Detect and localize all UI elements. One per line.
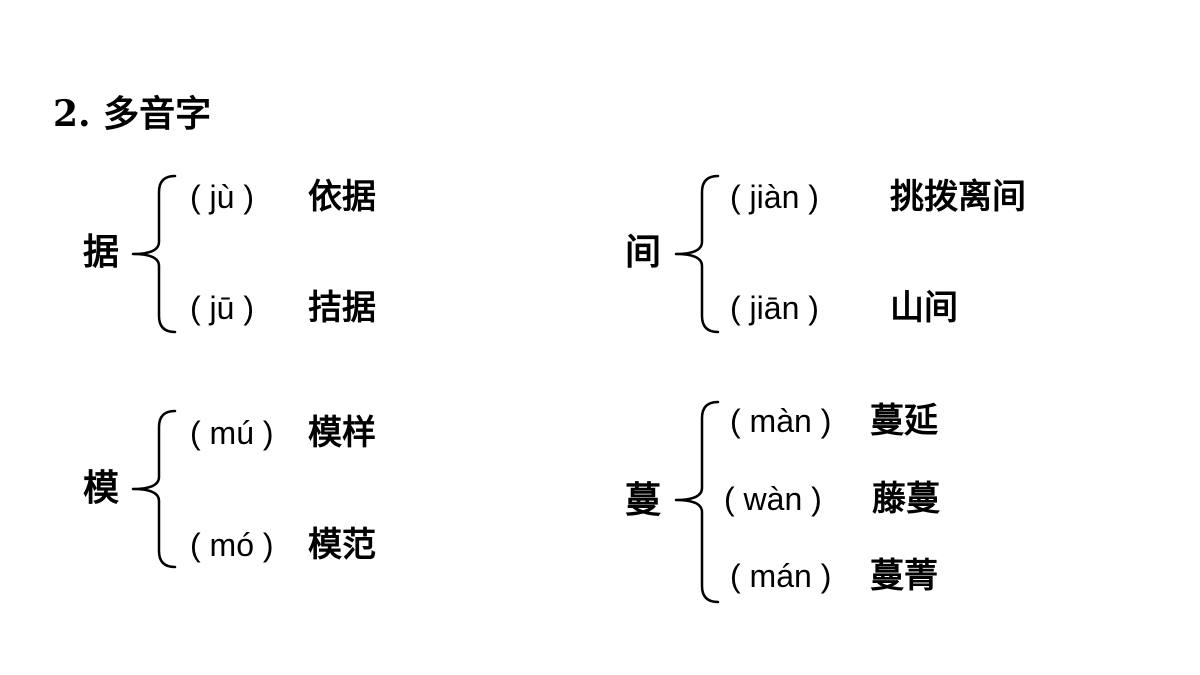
group-character: 间	[625, 231, 662, 273]
pinyin: jù	[209, 179, 235, 215]
curly-brace-icon	[674, 400, 720, 604]
reading-line: ( mán ) 蔓菁	[730, 556, 938, 596]
section-title: 2. 多音字	[53, 93, 212, 135]
pinyin: mú	[209, 415, 254, 451]
reading-line: ( jiān ) 山间	[730, 288, 958, 328]
example-word: 挑拨离间	[890, 177, 1026, 217]
group-character: 蔓	[625, 479, 662, 521]
pinyin: mán	[749, 558, 812, 594]
pinyin: jū	[209, 290, 235, 326]
reading-line: ( jū ) 拮据	[190, 288, 376, 328]
example-word: 依据	[308, 177, 376, 217]
group-character: 模	[83, 467, 120, 509]
pinyin: wàn	[743, 481, 803, 517]
pinyin: jiān	[749, 290, 800, 326]
reading-line: ( jù ) 依据	[190, 177, 376, 217]
pinyin: màn	[749, 403, 812, 439]
example-word: 蔓菁	[870, 556, 938, 596]
curly-brace-icon	[131, 409, 177, 569]
reading-line: ( jiàn ) 挑拨离间	[730, 177, 1026, 217]
example-word: 模范	[308, 525, 376, 565]
reading-line: ( mó ) 模范	[190, 525, 376, 565]
example-word: 模样	[308, 413, 376, 453]
example-word: 蔓延	[870, 401, 938, 441]
example-word: 山间	[890, 288, 958, 328]
pinyin: jiàn	[749, 179, 800, 215]
reading-line: ( mú ) 模样	[190, 413, 376, 453]
pinyin: mó	[209, 527, 254, 563]
group-character: 据	[83, 231, 120, 273]
example-word: 拮据	[308, 288, 376, 328]
reading-line: ( màn ) 蔓延	[730, 401, 938, 441]
reading-line: ( wàn ) 藤蔓	[724, 479, 940, 519]
example-word: 藤蔓	[872, 479, 940, 519]
curly-brace-icon	[131, 174, 177, 334]
curly-brace-icon	[674, 174, 720, 334]
